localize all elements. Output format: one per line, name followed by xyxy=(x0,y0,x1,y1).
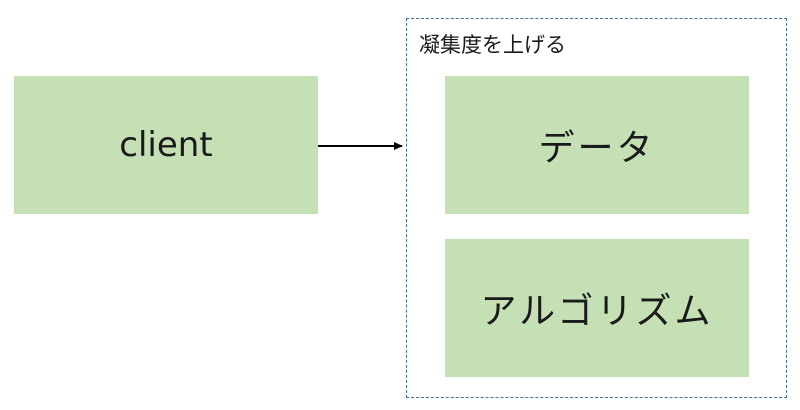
algorithm-box: アルゴリズム xyxy=(445,239,749,377)
data-box: データ xyxy=(445,76,749,214)
algorithm-label: アルゴリズム xyxy=(480,291,714,332)
client-box: client xyxy=(14,76,318,214)
client-label: client xyxy=(119,125,213,165)
data-label: データ xyxy=(538,128,656,169)
group-label: 凝集度を上げる xyxy=(419,33,566,57)
cohesion-group-frame: 凝集度を上げる xyxy=(406,18,787,398)
